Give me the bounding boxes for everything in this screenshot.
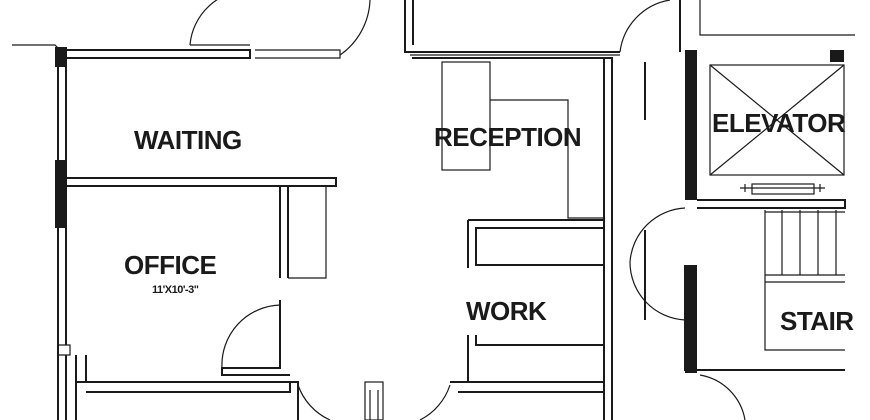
bottom-left-door-swing [297, 384, 331, 420]
left-wall [55, 58, 77, 420]
room-label-elevator: ELEVATOR [712, 108, 846, 138]
top-left-walls [12, 44, 341, 67]
reception-counter [441, 61, 491, 171]
column-marker [364, 381, 384, 420]
room-label-waiting: WAITING [134, 125, 242, 155]
room-label-reception: RECEPTION [434, 122, 582, 152]
office-walls [66, 177, 337, 393]
bottom-right-door-swing [419, 384, 451, 420]
room-label-work: WORK [466, 296, 547, 326]
office-door-swing [221, 304, 281, 369]
bottom-right-door-swing-2 [699, 374, 746, 420]
reception-door-swing [619, 0, 671, 53]
waiting-door-swing [189, 0, 218, 46]
stair [684, 210, 845, 373]
reception-walls [404, 0, 620, 420]
room-label-stair: STAIR [780, 306, 854, 336]
room-dimensions-office: 11'X10'-3" [152, 284, 199, 296]
room-label-office: OFFICE [124, 250, 217, 280]
stair-door-swing [629, 207, 686, 321]
top-door-swing [339, 0, 371, 56]
elevator-shaft [679, 0, 846, 209]
